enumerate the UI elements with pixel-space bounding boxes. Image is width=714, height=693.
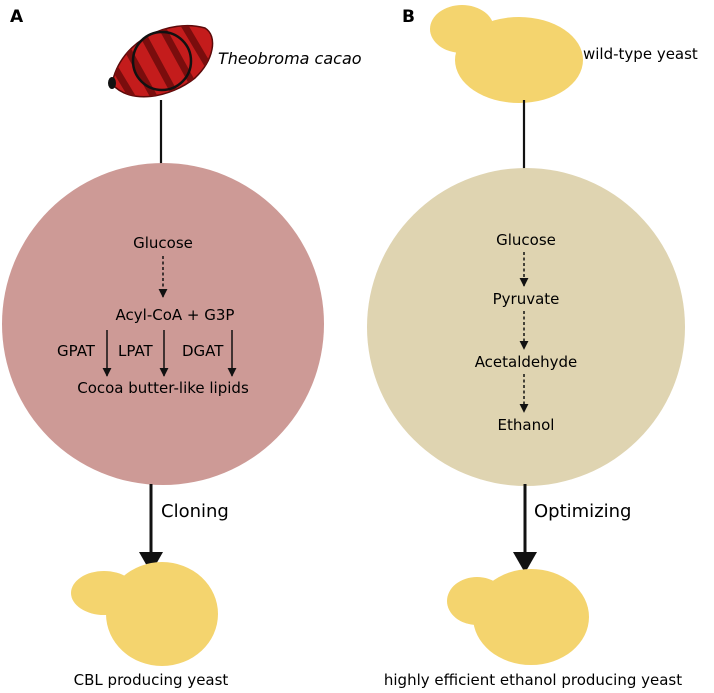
pathway-intermediate-a: Acyl-CoA + G3P (116, 306, 235, 324)
process-arrow-head-a (139, 552, 163, 573)
pathway-step-pyruvate: Pyruvate (493, 290, 560, 308)
result-label-a: CBL producing yeast (74, 671, 229, 689)
process-label-a: Cloning (161, 501, 229, 522)
pathway-circle-a (2, 163, 324, 485)
panel-b: B wild-type yeast Glucose Pyruvate Aceta… (367, 5, 698, 689)
yeast-cell-icon (430, 5, 583, 103)
process-label-b: Optimizing (534, 501, 631, 522)
panel-a: A Theobroma cacao Glucose Acyl-CoA + G3P… (2, 7, 362, 689)
organism-label-a: Theobroma cacao (218, 49, 362, 68)
enzyme-gpat: GPAT (57, 342, 96, 360)
enzyme-lpat: LPAT (118, 342, 154, 360)
pathway-step-acetaldehyde: Acetaldehyde (475, 353, 578, 371)
pathway-glucose-a: Glucose (133, 234, 193, 252)
cacao-pod-icon (108, 24, 214, 98)
pathway-step-ethanol: Ethanol (498, 416, 555, 434)
panel-b-letter: B (402, 7, 415, 27)
organism-label-b: wild-type yeast (583, 45, 698, 63)
enzyme-dgat: DGAT (182, 342, 224, 360)
pathway-circle-b (367, 168, 685, 486)
result-label-b: highly efficient ethanol producing yeast (384, 671, 682, 689)
pathway-product-a: Cocoa butter-like lipids (77, 379, 249, 397)
pathway-step-glucose: Glucose (496, 231, 556, 249)
process-arrow-head-b (513, 552, 537, 573)
panel-a-letter: A (10, 7, 24, 27)
yeast-cell-icon (71, 562, 218, 666)
yeast-cell-icon (447, 569, 589, 665)
